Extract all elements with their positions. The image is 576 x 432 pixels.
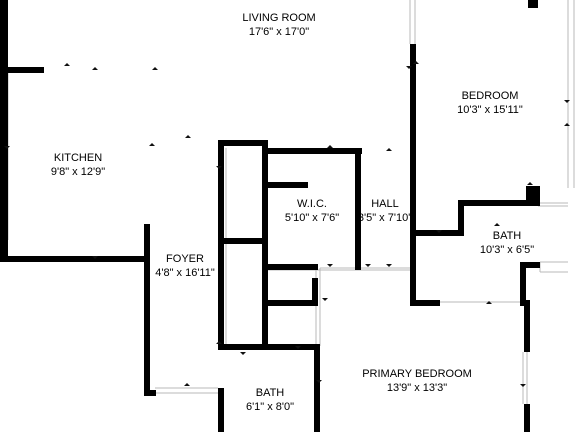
room-name: BATH	[255, 387, 285, 399]
room-name: LIVING ROOM	[242, 12, 316, 24]
walls	[0, 0, 540, 432]
dimension-ticks	[4, 61, 570, 387]
room-name: BATH	[492, 230, 522, 242]
room-name: BEDROOM	[461, 90, 519, 102]
room-wic: W.I.C. 5'10" x 7'6"	[285, 197, 339, 225]
room-dimensions: 4'8" x 16'11"	[155, 267, 215, 279]
room-name: KITCHEN	[53, 152, 103, 164]
room-name: PRIMARY BEDROOM	[362, 368, 472, 380]
room-dimensions: 13'9" x 13'3"	[386, 382, 448, 394]
room-dimensions: 17'6" x 17'0"	[248, 26, 310, 38]
room-name: FOYER	[166, 253, 204, 265]
room-name: HALL	[371, 198, 399, 210]
room-dimensions: 5'10" x 7'6"	[284, 212, 340, 224]
room-dimensions: 3'5" x 7'10"	[357, 212, 413, 224]
room-foyer: FOYER 4'8" x 16'11"	[155, 252, 215, 280]
room-name: W.I.C.	[297, 198, 327, 210]
room-dimensions: 9'8" x 12'9"	[50, 166, 106, 178]
room-bath-right: BATH 10'3" x 6'5"	[480, 229, 534, 257]
room-hall: HALL 3'5" x 7'10"	[358, 197, 412, 225]
room-living-room: LIVING ROOM 17'6" x 17'0"	[242, 11, 315, 39]
room-dimensions: 10'3" x 6'5"	[479, 244, 535, 256]
room-primary-bedroom: PRIMARY BEDROOM 13'9" x 13'3"	[362, 367, 472, 395]
room-bedroom: BEDROOM 10'3" x 15'11"	[457, 89, 523, 117]
room-dimensions: 10'3" x 15'11"	[457, 104, 523, 116]
room-dimensions: 6'1" x 8'0"	[245, 401, 295, 413]
room-kitchen: KITCHEN 9'8" x 12'9"	[51, 151, 105, 179]
room-bath-bottom: BATH 6'1" x 8'0"	[246, 386, 294, 414]
